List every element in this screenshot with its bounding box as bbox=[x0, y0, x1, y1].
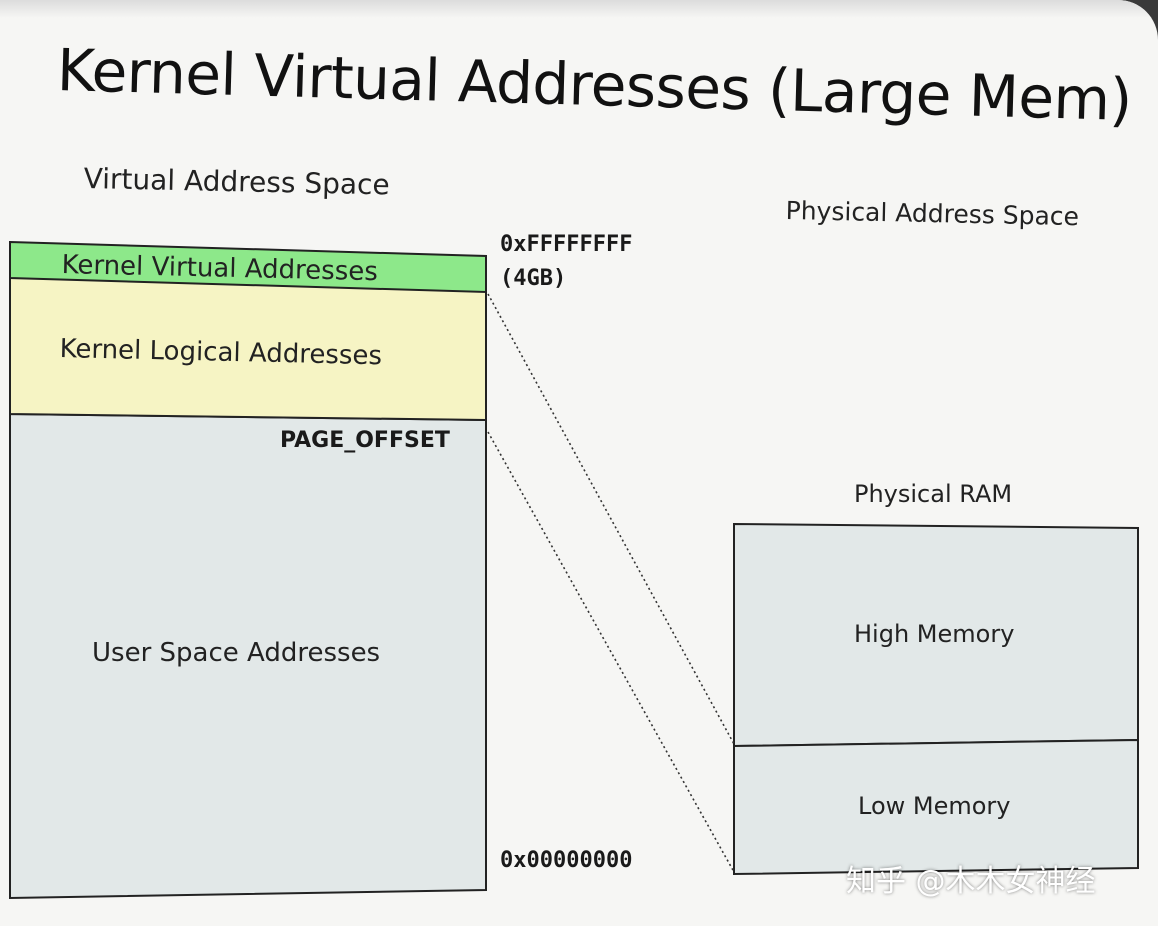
low-memory-region bbox=[733, 738, 1139, 876]
top-size-label: (4GB) bbox=[500, 266, 567, 291]
high-memory-label: High Memory bbox=[854, 620, 1015, 648]
page-offset-label: PAGE_OFFSET bbox=[280, 428, 450, 453]
top-bar bbox=[0, 0, 1158, 18]
mapping-line-top bbox=[487, 293, 735, 745]
top-address-label: 0xFFFFFFFF bbox=[500, 232, 633, 257]
low-memory-label: Low Memory bbox=[858, 792, 1011, 820]
mapping-line-bottom bbox=[487, 431, 735, 873]
physical-ram-title: Physical RAM bbox=[854, 480, 1013, 508]
kernel-virtual-region bbox=[9, 240, 487, 294]
bottom-address-label: 0x00000000 bbox=[500, 848, 633, 873]
watermark: 知乎 @木木女神经 bbox=[846, 864, 1096, 899]
user-space-addresses-label: User Space Addresses bbox=[92, 638, 381, 668]
